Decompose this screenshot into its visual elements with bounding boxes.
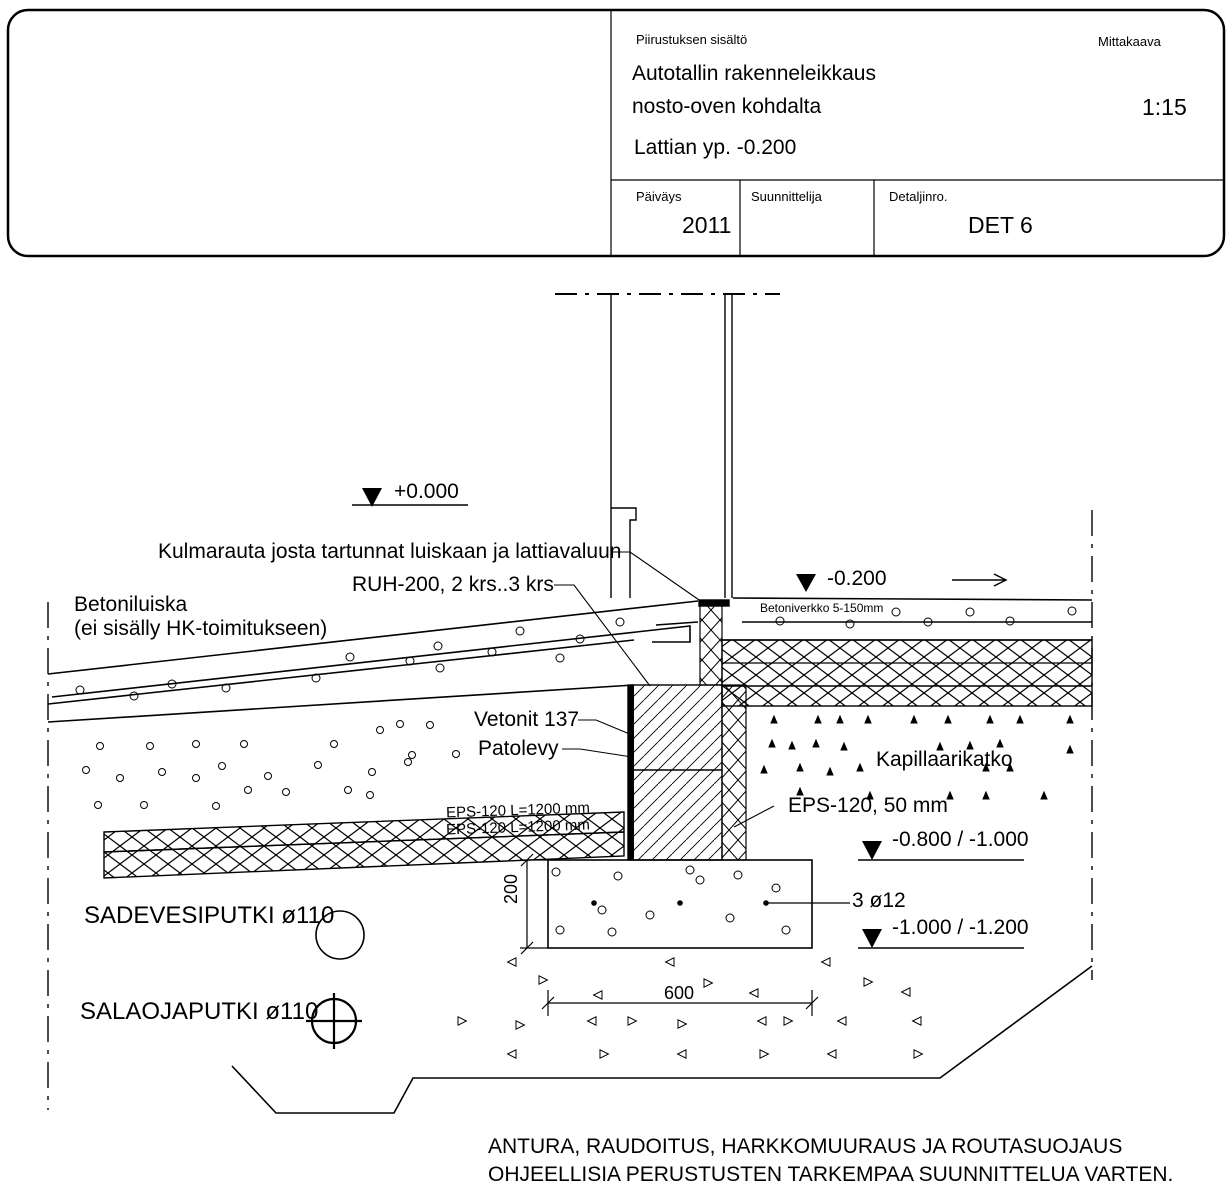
detail-number-value: DET 6 — [968, 212, 1033, 238]
level-marker-footing-top — [858, 841, 1024, 861]
angle-iron-note: Kulmarauta josta tartunnat luiskaan ja l… — [158, 540, 622, 563]
level-marker-footing-bottom — [858, 929, 1024, 949]
footnote-line2: OHJEELLISIA PERUSTUSTEN TARKEMPAA SUUNNI… — [488, 1163, 1174, 1186]
ramp-label-line2: (ei sisälly HK-toimitukseen) — [74, 617, 328, 640]
level-floor-label: -0.200 — [827, 567, 887, 590]
level-footing-bottom-label: -1.000 / -1.200 — [892, 916, 1029, 939]
dimension-200 — [520, 853, 548, 955]
level-marker-zero — [352, 488, 468, 507]
footing — [547, 859, 850, 949]
designer-label: Suunnittelija — [751, 189, 822, 204]
block-wall — [627, 684, 723, 861]
excavation-line — [231, 965, 1093, 1114]
capillary-break-label: Kapillaarikatko — [876, 748, 1013, 771]
slope-arrow — [952, 573, 1008, 587]
drain-pipe-symbol — [306, 993, 362, 1049]
footing-width-dimension: 600 — [664, 983, 695, 1003]
level-footing-top-label: -0.800 / -1.000 — [892, 828, 1029, 851]
storm-pipe-label: SADEVESIPUTKI ø110 — [84, 902, 335, 929]
centerlines — [47, 510, 1093, 1110]
title-block-frame — [6, 8, 1226, 258]
date-value: 2011 — [682, 212, 732, 238]
wall-insulation — [721, 684, 747, 861]
mesh-note: Betoniverkko 5-150mm — [760, 601, 884, 615]
drawing-title-line1: Autotallin rakenneleikkaus — [632, 62, 876, 85]
scale-value: 1:15 — [1142, 94, 1187, 120]
concrete-ramp — [47, 600, 699, 723]
drawing-title-line2: nosto-oven kohdalta — [632, 95, 822, 118]
level-zero-label: +0.000 — [394, 480, 459, 503]
footnote-line1: ANTURA, RAUDOITUS, HARKKOMUURAUS JA ROUT… — [488, 1135, 1123, 1158]
eps-wall-label: EPS-120, 50 mm — [788, 794, 948, 817]
sloped-eps-boards — [103, 811, 625, 879]
floor-insulation — [721, 639, 1093, 707]
level-marker-floor — [796, 574, 816, 592]
scale-label: Mittakaava — [1098, 34, 1161, 49]
aggregate-texture — [75, 606, 1077, 1060]
edge-insulation — [699, 602, 723, 686]
drawing-content-label: Piirustuksen sisältö — [636, 32, 748, 47]
vetonit-label: Vetonit 137 — [474, 708, 580, 731]
detail-number-label: Detaljinro. — [889, 189, 948, 204]
dimension-600 — [541, 990, 819, 1016]
ramp-label-line1: Betoniluiska — [74, 593, 188, 616]
rebar-note: RUH-200, 2 krs..3 krs — [352, 573, 554, 596]
floor-level-note: Lattian yp. -0.200 — [634, 136, 797, 159]
storm-pipe-symbol — [315, 910, 365, 960]
footing-rebar-label: 3 ø12 — [852, 889, 906, 912]
date-label: Päiväys — [636, 189, 682, 204]
footing-height-dimension: 200 — [501, 873, 521, 904]
leader-lines — [554, 551, 775, 828]
patolevy-label: Patolevy — [478, 737, 559, 760]
drain-pipe-label: SALAOJAPUTKI ø110 — [80, 998, 319, 1025]
